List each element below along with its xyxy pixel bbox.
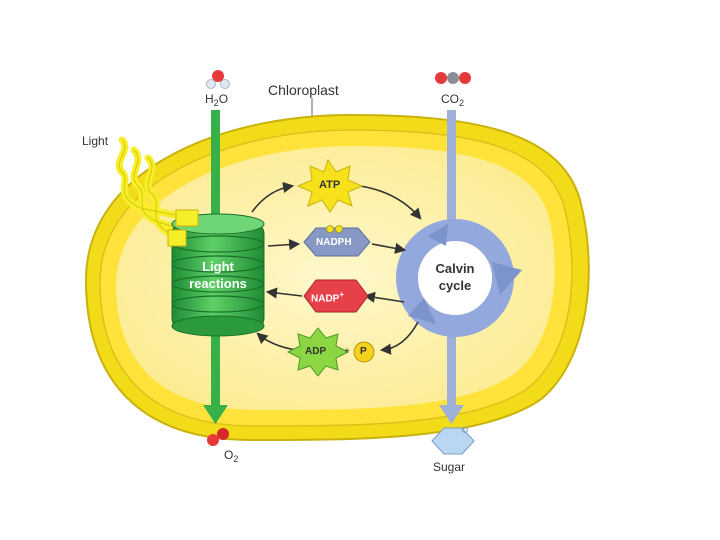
h2o-molecule-icon <box>206 70 230 89</box>
nadph-electron-2 <box>335 225 343 233</box>
light-rays-outline <box>118 139 183 241</box>
atp-starburst <box>296 158 364 213</box>
adp-starburst <box>286 327 350 377</box>
o2-molecule-icon <box>207 428 229 446</box>
calvin-cycle-arrowhead-right <box>492 262 522 295</box>
o2-label: O2 <box>224 448 239 464</box>
nadph-label: NADPH <box>316 237 352 248</box>
nadp-plus-shape <box>303 279 369 313</box>
sugar-oxygen-marker <box>462 427 468 433</box>
nadp-plus-label: NADP+ <box>311 290 345 305</box>
phosphate-label: P <box>360 346 367 357</box>
calvin-cycle-label: Calvin cycle <box>435 261 475 293</box>
light-receptor-upper <box>175 209 199 227</box>
calvin-cycle-arrowhead-top <box>428 224 448 246</box>
h2o-label: H2O <box>205 92 229 108</box>
green-arrow-head <box>203 405 228 424</box>
light-label: Light <box>82 134 109 148</box>
calvin-cycle-arrowhead-bottom <box>408 298 436 324</box>
light-reactions-label: Light reactions <box>189 259 247 291</box>
chloroplast-label: Chloroplast <box>268 82 339 98</box>
sugar-hexagon <box>431 427 475 455</box>
sugar-label: Sugar <box>433 460 466 474</box>
chloroplast-stroma <box>116 146 555 410</box>
adp-label: ADP <box>305 346 327 357</box>
calvin-cycle-inner <box>418 241 492 315</box>
nadph-shape <box>303 227 371 257</box>
co2-label: CO2 <box>441 92 465 108</box>
atp-label: ATP <box>319 179 341 191</box>
nadph-electron-1 <box>326 225 334 233</box>
co2-molecule-icon <box>435 72 471 84</box>
thylakoid-stack <box>171 213 265 337</box>
cycle-arrows <box>251 181 422 355</box>
blue-arrow-head <box>439 405 464 424</box>
plus-label: + <box>344 346 350 357</box>
phosphate-circle <box>353 341 375 363</box>
light-receptor-lower <box>167 229 187 247</box>
